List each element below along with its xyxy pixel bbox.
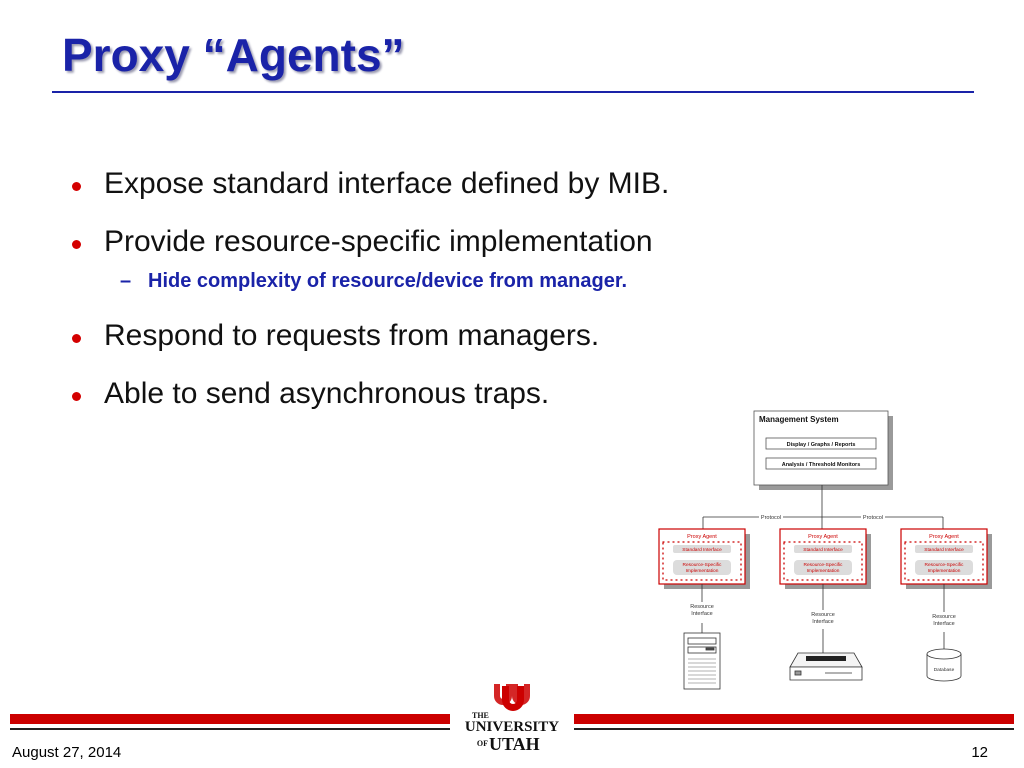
logo-of: OF: [477, 739, 488, 748]
bullet-item: Able to send asynchronous traps.: [70, 376, 669, 412]
database-label: Database: [934, 667, 955, 673]
bullet-dot-icon: [72, 334, 81, 343]
footer-left-red-bar: [10, 714, 450, 724]
analysis-box-label: Analysis / Threshold Monitors: [782, 462, 861, 468]
protocol-connectors: [702, 485, 944, 529]
dash-icon: –: [120, 270, 132, 292]
university-of-utah-logo: THE UNIVERSITY OF UTAH: [465, 684, 559, 754]
resource-label: Resource: [811, 612, 835, 618]
bullet-text: Provide resource-specific implementation: [104, 225, 653, 258]
proxy-agent-box-1: Proxy Agent Standard Interface Resource-…: [658, 528, 750, 589]
proxy-agent-label: Proxy Agent: [687, 534, 717, 540]
page-number: 12: [971, 744, 988, 761]
bullet-list: Expose standard interface defined by MIB…: [70, 166, 669, 434]
slide-title: Proxy “Agents”: [62, 29, 405, 81]
interface-label: Interface: [933, 621, 954, 627]
logo-the: THE: [472, 711, 489, 720]
bullet-text: Respond to requests from managers.: [104, 319, 600, 352]
implementation-label: Implementation: [928, 568, 961, 574]
standard-interface-label: Standard Interface: [924, 547, 964, 553]
title-underline: [52, 91, 974, 93]
protocol-label-right: Protocol: [863, 515, 883, 521]
resource-connectors: [701, 584, 945, 653]
implementation-label: Implementation: [807, 568, 840, 574]
bullet-item: Provide resource-specific implementation: [70, 224, 669, 260]
standard-interface-label: Standard Interface: [682, 547, 722, 553]
bullet-dot-icon: [72, 182, 81, 191]
display-box-label: Display / Graphs / Reports: [787, 442, 856, 448]
interface-label: Interface: [812, 619, 833, 625]
footer-right-red-bar: [574, 714, 1014, 724]
server-tower-icon: [683, 632, 721, 690]
proxy-agent-box-3: Proxy Agent Standard Interface Resource-…: [900, 528, 992, 589]
protocol-label-left: Protocol: [761, 515, 781, 521]
management-system-box: Management System Display / Graphs / Rep…: [753, 410, 893, 490]
sub-bullet-item: –Hide complexity of resource/device from…: [70, 268, 669, 294]
proxy-agent-label: Proxy Agent: [808, 534, 838, 540]
proxy-agent-box-2: Proxy Agent Standard Interface Resource-…: [779, 528, 871, 589]
bullet-text: Able to send asynchronous traps.: [104, 377, 550, 410]
resource-specific-label: Resource-Specific: [804, 562, 844, 568]
resource-specific-label: Resource-Specific: [683, 562, 723, 568]
bullet-dot-icon: [72, 392, 81, 401]
bullet-item: Expose standard interface defined by MIB…: [70, 166, 669, 202]
footer-right-dark-line: [574, 728, 1014, 730]
bullet-dot-icon: [72, 240, 81, 249]
resource-label: Resource: [690, 604, 714, 610]
sub-bullet-text: Hide complexity of resource/device from …: [148, 270, 628, 292]
footer-date: August 27, 2014: [12, 744, 122, 761]
bullet-item: Respond to requests from managers.: [70, 318, 669, 354]
database-icon: Database: [926, 648, 962, 682]
implementation-label: Implementation: [686, 568, 719, 574]
footer-left-dark-line: [10, 728, 450, 730]
proxy-agent-diagram: Management System Display / Graphs / Rep…: [658, 410, 992, 690]
bullet-text: Expose standard interface defined by MIB…: [104, 167, 670, 200]
logo-utah: UTAH: [489, 734, 540, 754]
proxy-agent-label: Proxy Agent: [929, 534, 959, 540]
management-system-label: Management System: [759, 415, 839, 424]
block-u-mark-icon: [494, 684, 530, 711]
resource-label: Resource: [932, 614, 956, 620]
resource-specific-label: Resource-Specific: [925, 562, 965, 568]
logo-university: UNIVERSITY: [465, 719, 559, 735]
printer-icon: [789, 652, 863, 681]
interface-label: Interface: [691, 611, 712, 617]
standard-interface-label: Standard Interface: [803, 547, 843, 553]
